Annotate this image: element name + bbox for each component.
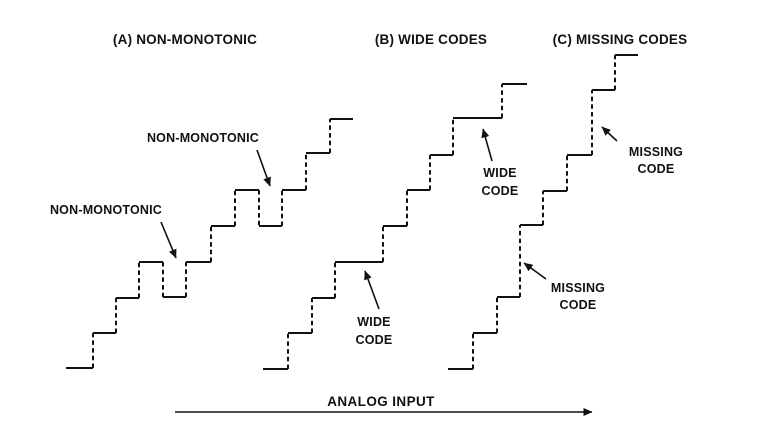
missing-code-callout-upper: MISSING CODE xyxy=(601,126,683,176)
missing-code-callout-lower-text: CODE xyxy=(560,298,597,312)
staircase-c-risers xyxy=(472,55,616,369)
staircase-b-treads xyxy=(263,83,527,370)
non-monotonic-callout-lower-arrow-icon xyxy=(160,221,177,259)
analog-input-axis: ANALOG INPUT xyxy=(175,394,593,416)
missing-code-callout-upper-text: MISSING xyxy=(629,145,683,159)
staircase-a-treads xyxy=(66,118,353,369)
wide-code-callout-lower-text: CODE xyxy=(356,333,393,347)
analog-input-label: ANALOG INPUT xyxy=(327,394,435,409)
panel-b-wide-codes: (B) WIDE CODES WIDE CODE WIDE CODE xyxy=(263,32,527,370)
wide-code-callout-lower-text: WIDE xyxy=(357,315,390,329)
wide-code-callout-lower: WIDE CODE xyxy=(356,270,393,347)
non-monotonic-callout-upper-arrow-icon xyxy=(256,149,271,187)
panel-c-title: (C) MISSING CODES xyxy=(553,32,688,47)
wide-code-callout-upper: WIDE CODE xyxy=(481,128,519,198)
wide-code-callout-upper-arrow-icon xyxy=(481,128,493,162)
non-monotonic-callout-upper-text: NON-MONOTONIC xyxy=(147,131,259,145)
panel-c-missing-codes: (C) MISSING CODES MISSING CODE MISSING CODE xyxy=(448,32,688,370)
missing-code-callout-upper-arrow-icon xyxy=(601,126,618,142)
missing-code-callout-lower-arrow-icon xyxy=(523,262,547,280)
panel-a-non-monotonic: (A) NON-MONOTONIC NON-MONOTONIC NON-MONOTO… xyxy=(50,32,353,369)
non-monotonic-callout-upper: NON-MONOTONIC xyxy=(147,131,271,187)
missing-code-callout-upper-text: CODE xyxy=(638,162,675,176)
staircase-b-risers xyxy=(287,84,503,369)
wide-code-callout-upper-text: CODE xyxy=(482,184,519,198)
staircase-c-treads xyxy=(448,54,638,370)
missing-code-callout-lower-text: MISSING xyxy=(551,281,605,295)
wide-code-callout-upper-text: WIDE xyxy=(483,166,516,180)
wide-code-callout-lower-arrow-icon xyxy=(364,270,380,310)
non-monotonic-callout-lower-text: NON-MONOTONIC xyxy=(50,203,162,217)
non-monotonic-callout-lower: NON-MONOTONIC xyxy=(50,203,177,259)
panel-b-title: (B) WIDE CODES xyxy=(375,32,487,47)
staircase-a-risers xyxy=(92,119,331,368)
panel-a-title: (A) NON-MONOTONIC xyxy=(113,32,257,47)
missing-code-callout-lower: MISSING CODE xyxy=(523,262,605,312)
